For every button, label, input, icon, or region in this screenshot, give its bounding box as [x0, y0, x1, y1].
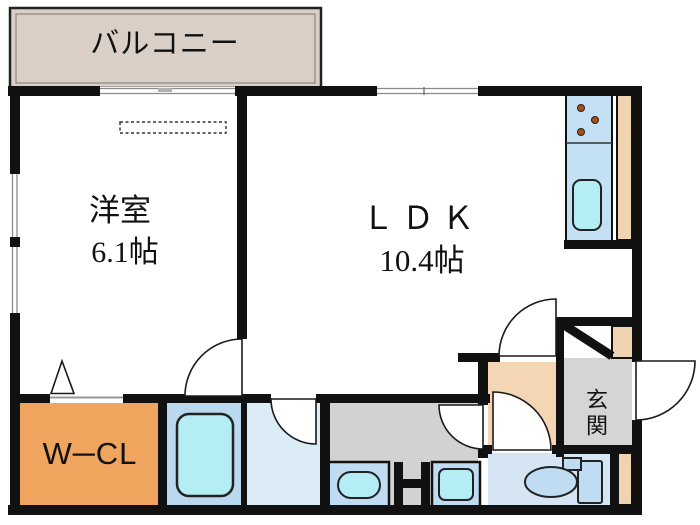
dashed-fixture-outline — [119, 121, 227, 134]
stove-burners-icon — [577, 104, 599, 136]
wall-segment — [10, 394, 50, 403]
ldk-top-window — [377, 87, 478, 95]
windows — [11, 87, 638, 419]
burner-dot — [577, 128, 585, 136]
wall-segment — [482, 445, 492, 454]
kitchen-unit — [565, 91, 633, 242]
side-window-lower — [11, 247, 19, 313]
wall-segment — [8, 505, 642, 515]
burner-dot — [591, 116, 599, 124]
western-room-door-arc — [184, 338, 243, 397]
wall-segment — [478, 86, 642, 96]
balcony-label: バルコニー — [90, 28, 240, 60]
wall-segment — [610, 445, 618, 515]
wall-segment — [316, 394, 490, 403]
wall-segment — [552, 445, 642, 454]
entrance-door-arc — [635, 360, 696, 421]
laundry-partition — [394, 462, 430, 508]
bathtub-icon — [175, 412, 235, 498]
wall-segment — [554, 317, 642, 326]
washing-machine-icon — [430, 460, 482, 509]
door-swings — [49, 298, 696, 451]
partition-wall — [403, 479, 421, 488]
toilet-side-counter — [617, 452, 633, 506]
wall-segment — [10, 313, 20, 515]
partition-wall — [394, 462, 403, 508]
toilet-icon — [524, 457, 603, 504]
wall-segment — [556, 317, 564, 457]
entrance-storage-block — [611, 325, 634, 359]
walk-in-closet-floor — [20, 398, 158, 505]
ldk-size: 10.4帖 — [379, 243, 465, 278]
western-room-size: 6.1帖 — [91, 236, 159, 269]
walk-in-closet-label: W─CL — [42, 436, 138, 471]
washbasin-bowl — [337, 471, 381, 499]
walls — [8, 86, 642, 515]
balcony-area — [8, 6, 323, 90]
closet-door-triangle — [49, 358, 76, 395]
entrance-diagonal-wall — [558, 319, 615, 360]
washing-machine-drum — [438, 468, 474, 501]
ldk-label: ＬＤＫ — [361, 200, 482, 236]
wall-segment — [320, 394, 330, 505]
washroom-door-arc — [270, 398, 317, 445]
partition-wall — [421, 462, 430, 508]
window-sash-mark — [158, 88, 172, 92]
kitchen-sink-icon — [572, 179, 602, 231]
wall-segment — [632, 86, 642, 362]
wall-segment — [241, 400, 247, 505]
entrance-label: 玄関 — [583, 388, 608, 440]
toilet-door-arc — [492, 391, 552, 451]
hallway-door-arc — [498, 298, 557, 357]
wall-segment — [237, 90, 247, 339]
wall-segment — [10, 237, 20, 247]
wall-segment — [158, 398, 167, 505]
kitchen-side-counter — [616, 91, 633, 241]
entrance-floor — [564, 358, 632, 445]
wall-segment — [235, 86, 377, 96]
washbasin-icon — [325, 460, 391, 509]
toilet-lid — [562, 457, 582, 471]
wall-segment — [123, 394, 271, 403]
side-window-upper — [11, 174, 19, 237]
wall-segment — [632, 420, 642, 515]
wall-segment — [10, 86, 20, 174]
balcony-floor — [8, 6, 323, 90]
powder-room-door-arc — [438, 404, 484, 450]
wall-segment — [478, 353, 488, 405]
wall-segment — [458, 353, 500, 362]
wall-segment — [8, 86, 100, 96]
balcony-inner-line — [15, 13, 316, 84]
wall-segment — [564, 240, 642, 249]
toilet-bowl — [524, 466, 578, 498]
burner-dot — [577, 104, 585, 112]
western-room-label: 洋室 — [89, 193, 151, 228]
